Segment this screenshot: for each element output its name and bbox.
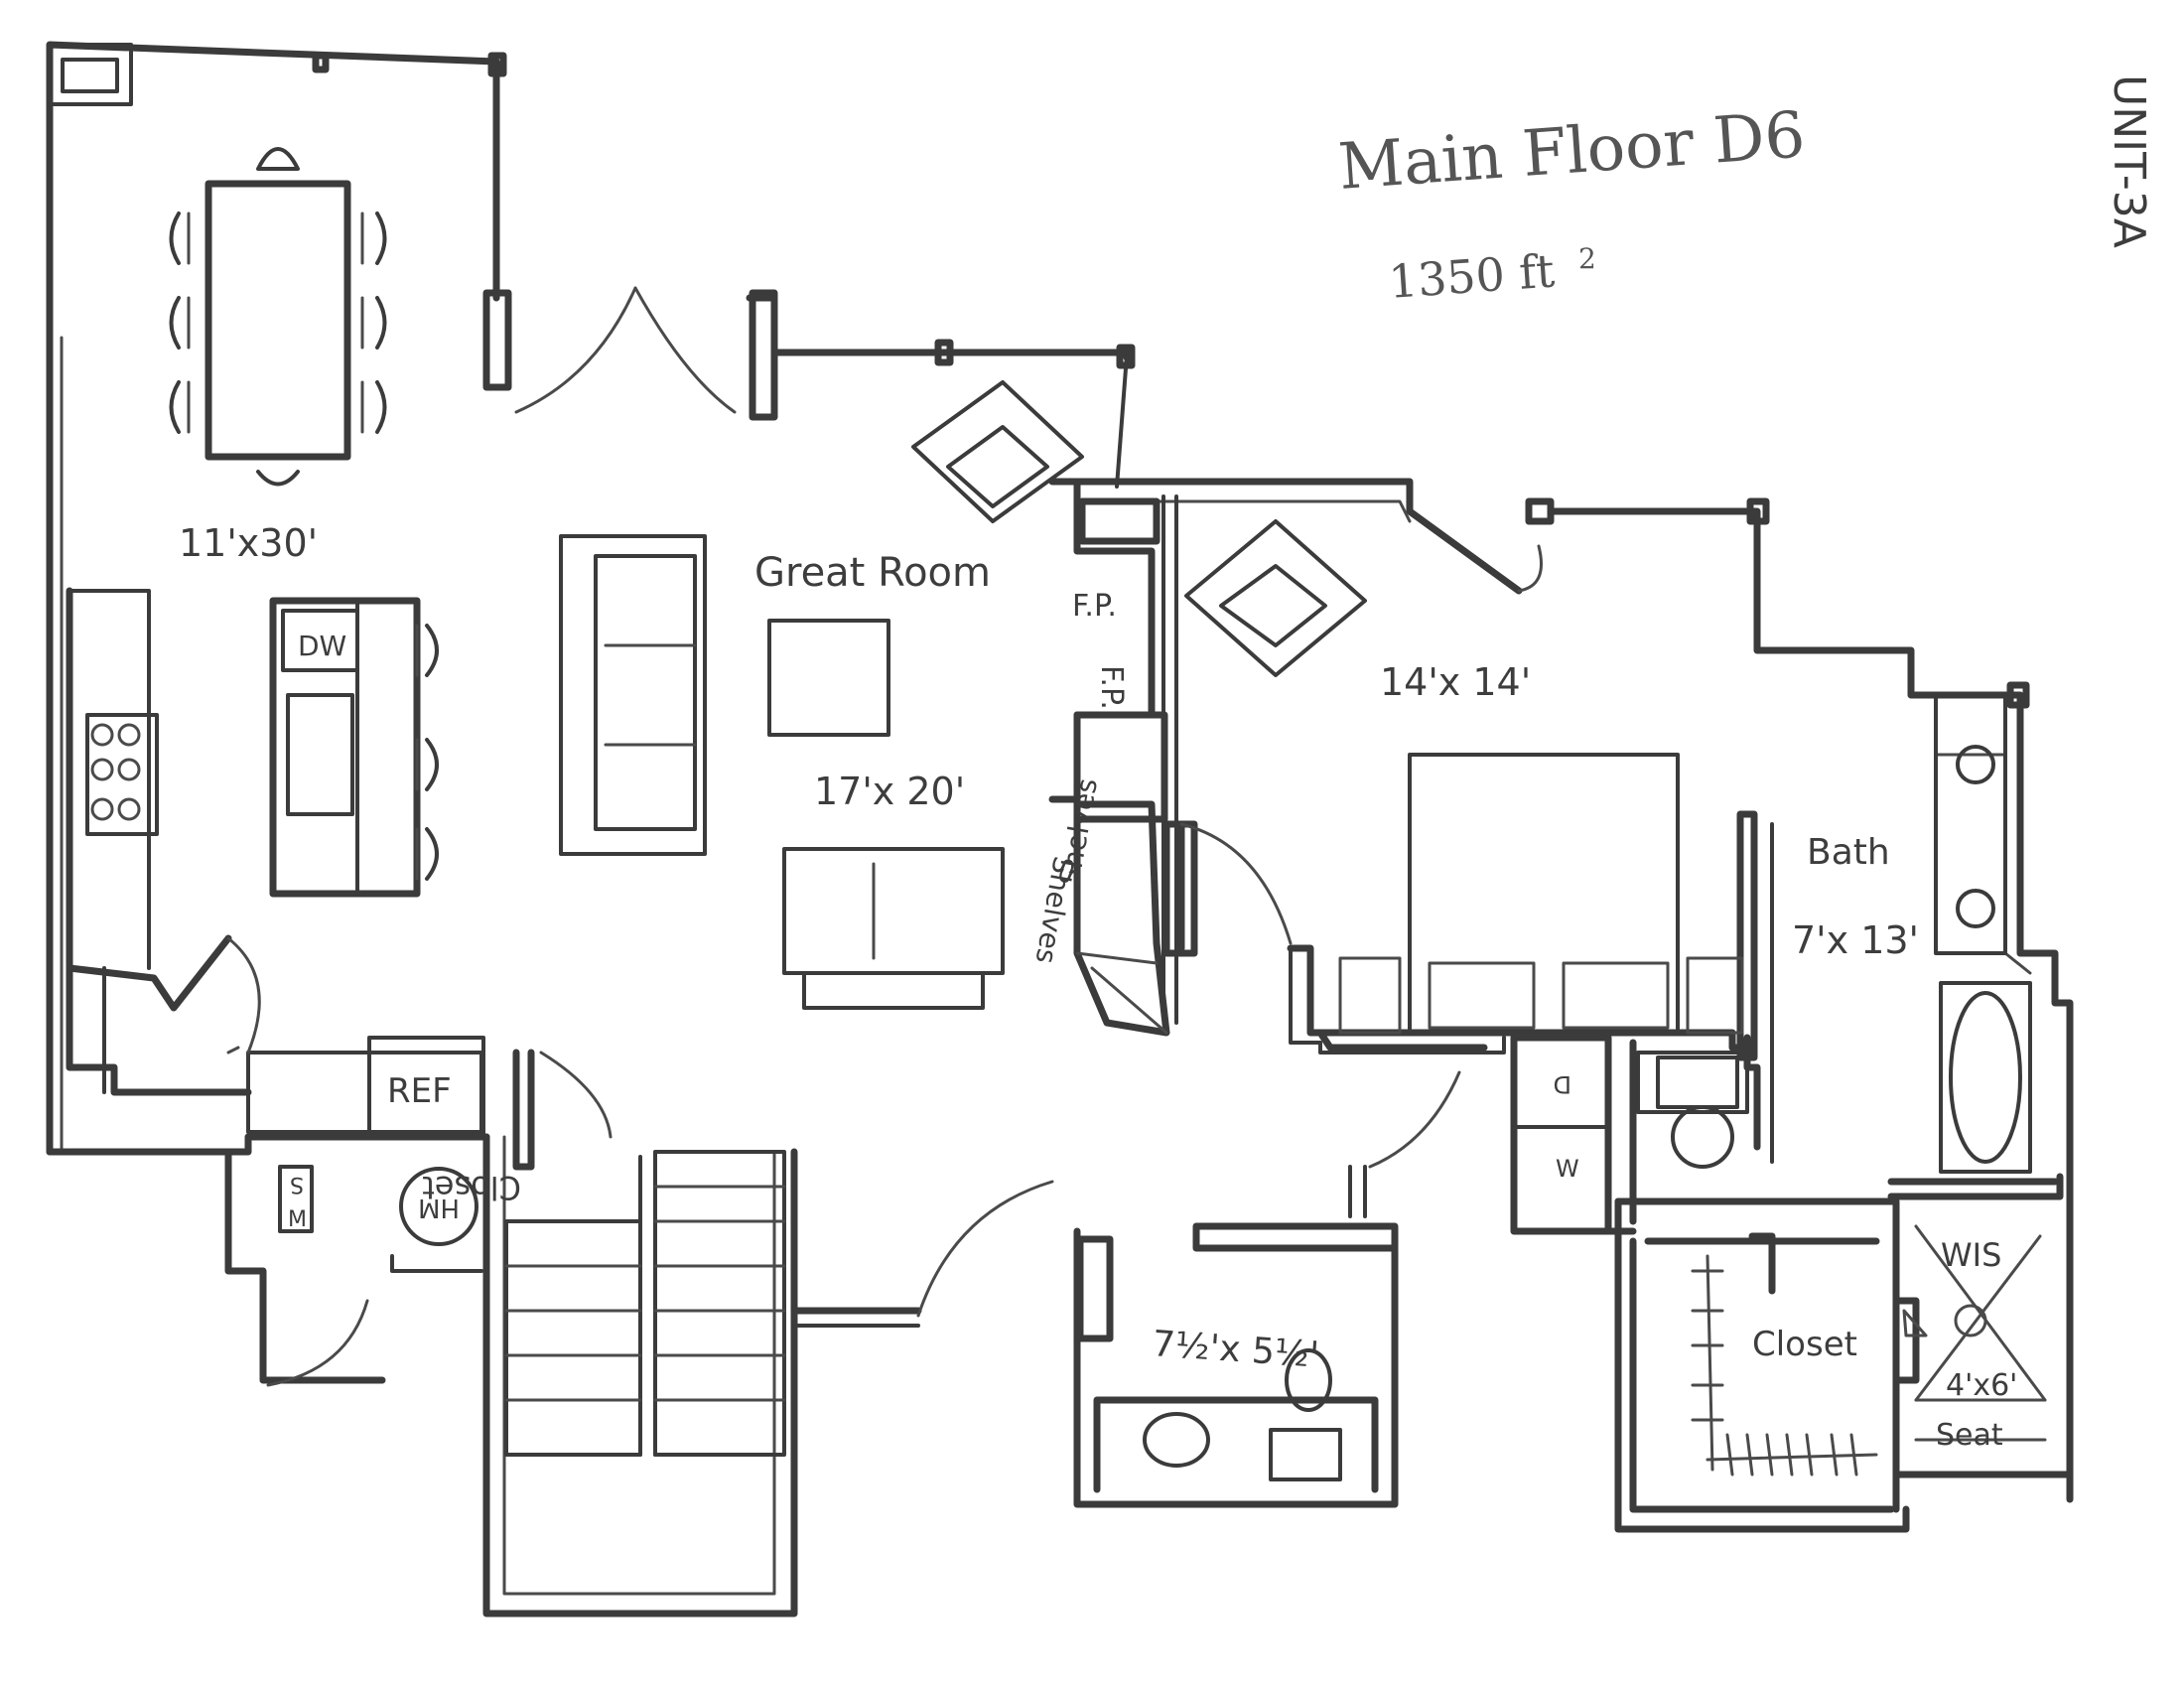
washer-label: W [1556,1155,1579,1183]
seat-label: Seat [1936,1418,2003,1453]
shelves-label-mirrored: Shelves [1029,854,1080,966]
plan-title: Main Floor D6 [1336,98,1808,205]
wis-label: WIS [1941,1236,2001,1274]
fireplace-label-mirrored: F.P. [1094,665,1129,710]
bath-size: 7'x 13' [1792,918,1919,962]
master-closet-label: Closet [1752,1325,1857,1364]
laundry-s-label: S [290,1172,304,1196]
exterior-walls [46,41,2074,1618]
room-labels: Main Floor D6 1350 ft 2 UNIT-3A 11'x30' … [179,74,2154,1453]
stair-closet-label: Closet [422,1169,521,1206]
refrigerator-label: REF [387,1071,452,1111]
wis-size: 4'x6' [1946,1368,2017,1403]
laundry-m-label: M [288,1207,307,1232]
dishwasher-label: DW [298,630,346,662]
armchairs [911,380,1367,677]
bath-label: Bath [1807,832,1890,873]
staircase [504,1150,786,1457]
dryer-label: D [1554,1070,1571,1098]
fireplace-label: F.P. [1072,589,1117,624]
dining-kitchen-size: 11'x30' [179,521,318,565]
great-room-size: 17'x 20' [814,770,965,813]
half-bath-size: 7½'x 5½' [1151,1324,1320,1376]
master-bedroom-size: 14'x 14' [1380,660,1531,704]
unit-tag: UNIT-3A [2104,74,2154,248]
interior-walls [66,147,2064,1481]
plan-area: 1350 ft [1387,243,1557,309]
door-swings [226,286,1543,1387]
water-heater-label: HM [418,1193,460,1222]
dining-chairs [169,211,439,881]
plan-area-superscript: 2 [1578,242,1596,275]
closet-rod-ticks [1691,1269,1878,1477]
great-room-label: Great Room [754,550,991,596]
